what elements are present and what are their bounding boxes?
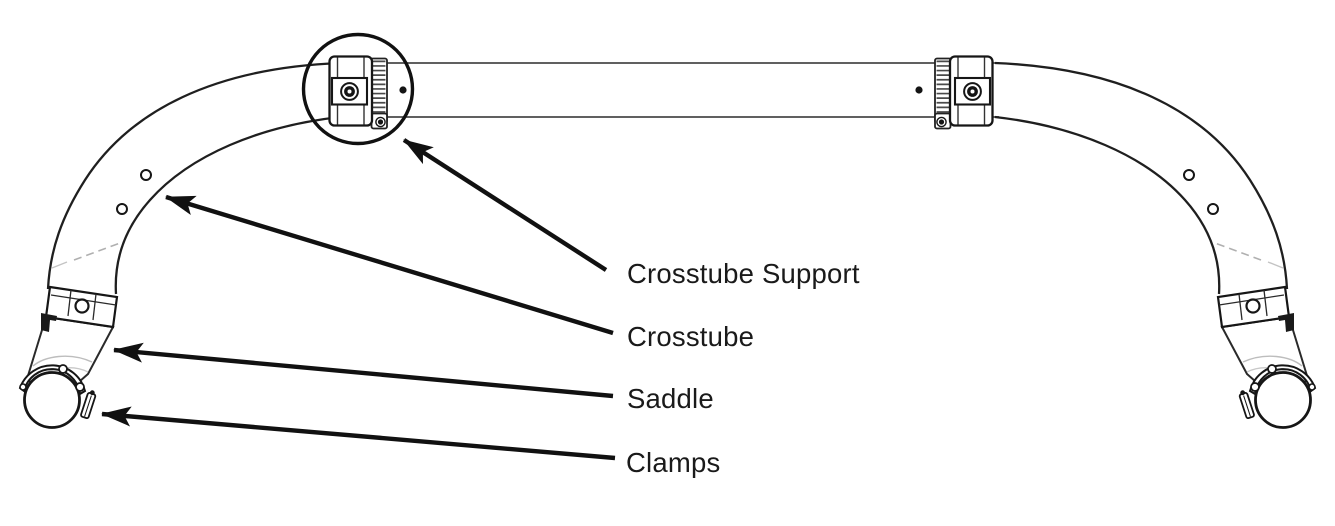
left-arch-inner-edge (114, 115, 341, 295)
right-arch-inner-edge (994, 115, 1221, 295)
highlight-circle (301, 32, 415, 146)
callout-label-clamps: Clamps (626, 447, 720, 478)
callout-arrow-saddle (113, 342, 614, 399)
callout-arrow-crosstube-support (402, 138, 608, 272)
left-end-assembly (18, 168, 153, 429)
right-end-assembly (1182, 168, 1317, 429)
left-arch-outer-edge (46, 61, 341, 290)
right-arch-outer-edge (994, 61, 1289, 290)
callout-arrow-crosstube (165, 194, 614, 336)
callout-arrow-clamps (101, 406, 616, 461)
callout-label-crosstube-support: Crosstube Support (627, 258, 860, 289)
callout-label-crosstube: Crosstube (627, 321, 754, 352)
callout-label-saddle: Saddle (627, 383, 714, 414)
